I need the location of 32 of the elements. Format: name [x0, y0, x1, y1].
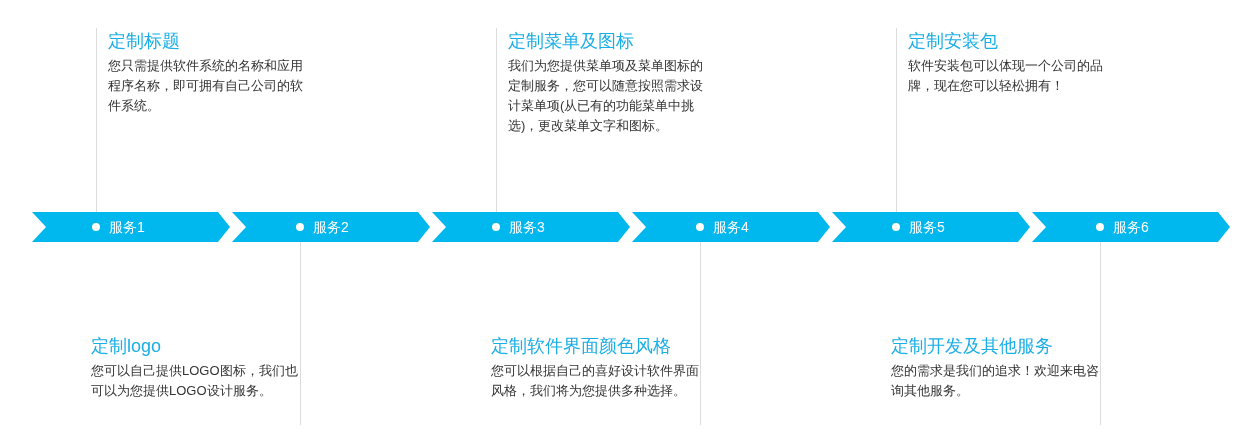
note-heading: 定制安装包	[908, 30, 998, 53]
timeline-note	[491, 322, 701, 425]
leader-line	[300, 241, 301, 323]
leader-line	[896, 149, 897, 213]
step-label: 服务1	[109, 218, 145, 237]
chevron-step	[432, 212, 630, 242]
timeline-note	[91, 322, 301, 425]
note-description: 我们为您提供菜单项及菜单图标的定制服务，您可以随意按照需求设计菜单项(从已有的功能菜单中挑选)，更改菜单文字和图标。	[508, 57, 704, 135]
step-label: 服务6	[1113, 218, 1149, 237]
note-heading: 定制软件界面颜色风格	[491, 335, 671, 358]
note-heading: 定制logo	[91, 335, 162, 358]
note-description: 您可以自己提供LOGO图标，我们也可以为您提供LOGO设计服务。	[91, 362, 299, 400]
note-heading: 定制标题	[108, 30, 180, 53]
leader-line	[1100, 241, 1101, 323]
leader-line	[700, 241, 701, 323]
step-label: 服务3	[509, 218, 545, 237]
note-description: 您的需求是我们的追求！欢迎来电咨询其他服务。	[891, 362, 1100, 400]
chevron-step	[232, 212, 430, 242]
leader-line	[96, 149, 97, 213]
leader-line	[496, 149, 497, 213]
note-heading: 定制开发及其他服务	[891, 335, 1053, 358]
note-description: 软件安装包可以体现一个公司的品牌，现在您可以轻松拥有！	[908, 57, 1104, 95]
note-heading: 定制菜单及图标	[508, 30, 634, 53]
note-description: 您只需提供软件系统的名称和应用程序名称，即可拥有自己公司的软件系统。	[108, 57, 304, 115]
chevron-step	[832, 212, 1030, 242]
chevron-step	[632, 212, 830, 242]
timeline-note	[891, 322, 1101, 425]
step-label: 服务5	[909, 218, 945, 237]
step-label: 服务4	[713, 218, 749, 237]
chevron-step	[1032, 212, 1230, 242]
step-label: 服务2	[313, 218, 349, 237]
note-description: 您可以根据自己的喜好设计软件界面风格，我们将为您提供多种选择。	[491, 362, 700, 400]
